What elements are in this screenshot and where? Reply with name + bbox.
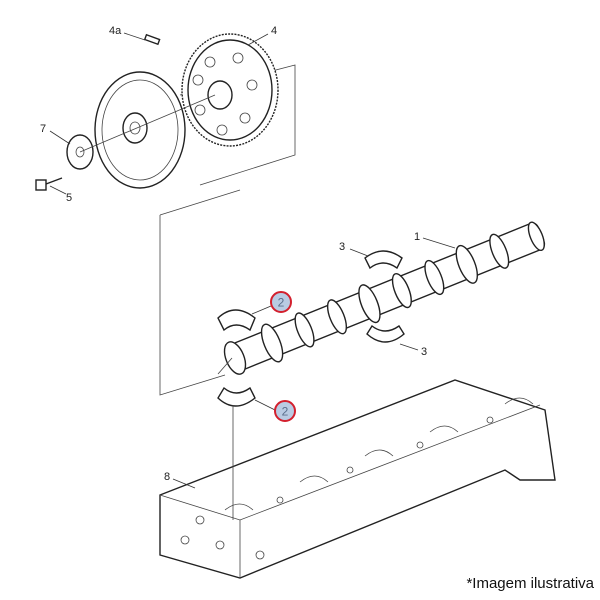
callout-2-upper[interactable]: 2 [270, 291, 292, 313]
bearing-shell-3-lower [366, 324, 405, 343]
label-bolt: 5 [66, 192, 72, 204]
label-bearing-lower: 3 [421, 346, 427, 358]
svg-text:2: 2 [282, 405, 289, 419]
bracket-link [159, 189, 241, 216]
caption: *Imagem ilustrativa [466, 575, 594, 592]
bearing-shell-2-lower [217, 386, 256, 407]
camshaft-gear [181, 33, 279, 147]
camshaft [223, 221, 546, 375]
label-hub: 7 [40, 123, 46, 135]
label-bearing-upper: 3 [339, 241, 345, 253]
svg-text:2: 2 [278, 296, 285, 310]
label-gear: 4 [271, 25, 277, 37]
dowel-pin [143, 33, 161, 46]
bolt [35, 177, 63, 191]
flywheel [94, 71, 186, 189]
bearing-shell-3-upper [364, 250, 403, 270]
cylinder-head [159, 379, 556, 579]
label-pin: 4a [109, 25, 122, 37]
label-cylinder-head: 8 [164, 471, 170, 483]
group-bracket-cam [159, 215, 226, 396]
bearing-shell-2-upper [217, 309, 256, 332]
label-camshaft: 1 [414, 231, 420, 243]
callout-2-lower[interactable]: 2 [274, 400, 296, 422]
